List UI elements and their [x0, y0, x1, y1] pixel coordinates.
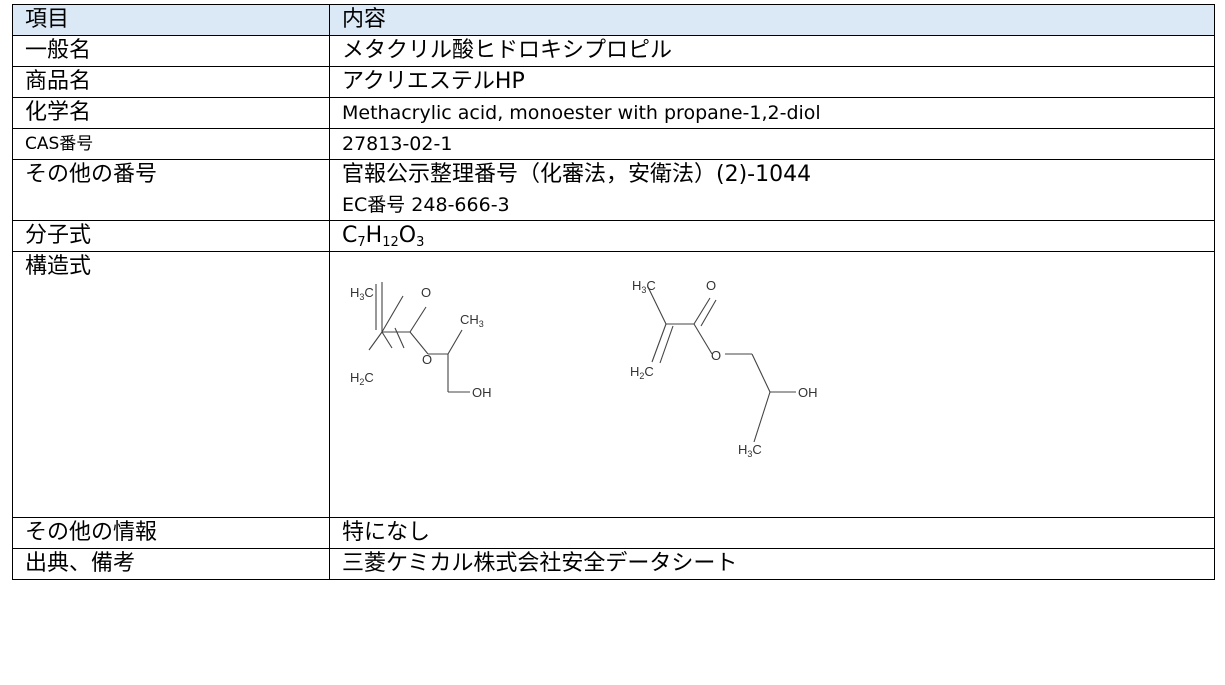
- row-label-molecular-formula: 分子式: [12, 220, 330, 252]
- row-label-general-name: 一般名: [12, 35, 330, 67]
- row-value-cas-number: 27813-02-1: [329, 128, 1215, 160]
- h3c-label: H3C: [738, 442, 762, 459]
- h3c-label: H3C: [350, 285, 374, 302]
- table-row: CAS番号 27813-02-1: [12, 128, 1215, 160]
- structural-formula-diagram: H3C H2C O O CH3 OH: [350, 278, 818, 459]
- formula-h-count: 12: [382, 235, 399, 250]
- ch3-label: CH3: [460, 312, 484, 329]
- row-value-structural-formula: H3C H2C O O CH3 OH: [329, 251, 1215, 518]
- row-value-molecular-formula: C7H12O3: [329, 220, 1215, 252]
- h2c-label: H2C: [350, 370, 374, 387]
- table-row: 分子式 C7H12O3: [12, 220, 1215, 252]
- row-value-source: 三菱ケミカル株式会社安全データシート: [329, 548, 1215, 580]
- formula-h: H: [365, 223, 383, 248]
- table-row: 商品名 アクリエステルHP: [12, 66, 1215, 98]
- row-value-other-info: 特になし: [329, 517, 1215, 549]
- header-item: 項目: [12, 4, 330, 36]
- table-row: その他の番号 官報公示整理番号（化審法，安衛法）(2)-1044 EC番号 24…: [12, 159, 1215, 221]
- row-label-source: 出典、備考: [12, 548, 330, 580]
- table-header-row: 項目 内容: [12, 4, 1215, 36]
- ester-o-label: O: [422, 352, 432, 367]
- h2c-label: H2C: [630, 364, 654, 381]
- row-value-other-numbers: 官報公示整理番号（化審法，安衛法）(2)-1044 EC番号 248-666-3: [329, 159, 1215, 221]
- row-value-general-name: メタクリル酸ヒドロキシプロピル: [329, 35, 1215, 67]
- table-row: 出典、備考 三菱ケミカル株式会社安全データシート: [12, 548, 1215, 580]
- formula-o: O: [398, 223, 417, 248]
- table-row: その他の情報 特になし: [12, 517, 1215, 549]
- table-row: 一般名 メタクリル酸ヒドロキシプロピル: [12, 35, 1215, 67]
- h3c-label: H3C: [632, 278, 656, 295]
- table-row: 化学名 Methacrylic acid, monoester with pro…: [12, 97, 1215, 129]
- substance-info-table: 項目 内容 一般名 メタクリル酸ヒドロキシプロピル 商品名 アクリエステルHP …: [12, 4, 1215, 580]
- row-label-structural-formula: 構造式: [12, 251, 330, 518]
- molecule-1: H3C H2C O O CH3 OH: [350, 282, 492, 400]
- formula-o-count: 3: [416, 235, 425, 250]
- row-label-cas-number: CAS番号: [12, 128, 330, 160]
- formula-c-count: 7: [357, 235, 366, 250]
- carbonyl-o-label: O: [421, 285, 431, 300]
- ec-number: EC番号 248-666-3: [342, 194, 510, 216]
- table-row: 構造式 H3C H2C: [12, 251, 1215, 518]
- official-gazette-number: 官報公示整理番号（化審法，安衛法）(2)-1044: [342, 162, 812, 187]
- ester-o-label: O: [711, 348, 721, 363]
- header-content: 内容: [329, 4, 1215, 36]
- row-label-other-info: その他の情報: [12, 517, 330, 549]
- formula-c: C: [342, 223, 358, 248]
- row-value-chemical-name: Methacrylic acid, monoester with propane…: [329, 97, 1215, 129]
- row-label-other-numbers: その他の番号: [12, 159, 330, 221]
- row-value-trade-name: アクリエステルHP: [329, 66, 1215, 98]
- oh-label: OH: [472, 385, 492, 400]
- carbonyl-o-label: O: [706, 278, 716, 293]
- molecule-2: H3C H2C O O OH H3C: [630, 278, 818, 459]
- row-label-chemical-name: 化学名: [12, 97, 330, 129]
- oh-label: OH: [798, 385, 818, 400]
- row-label-trade-name: 商品名: [12, 66, 330, 98]
